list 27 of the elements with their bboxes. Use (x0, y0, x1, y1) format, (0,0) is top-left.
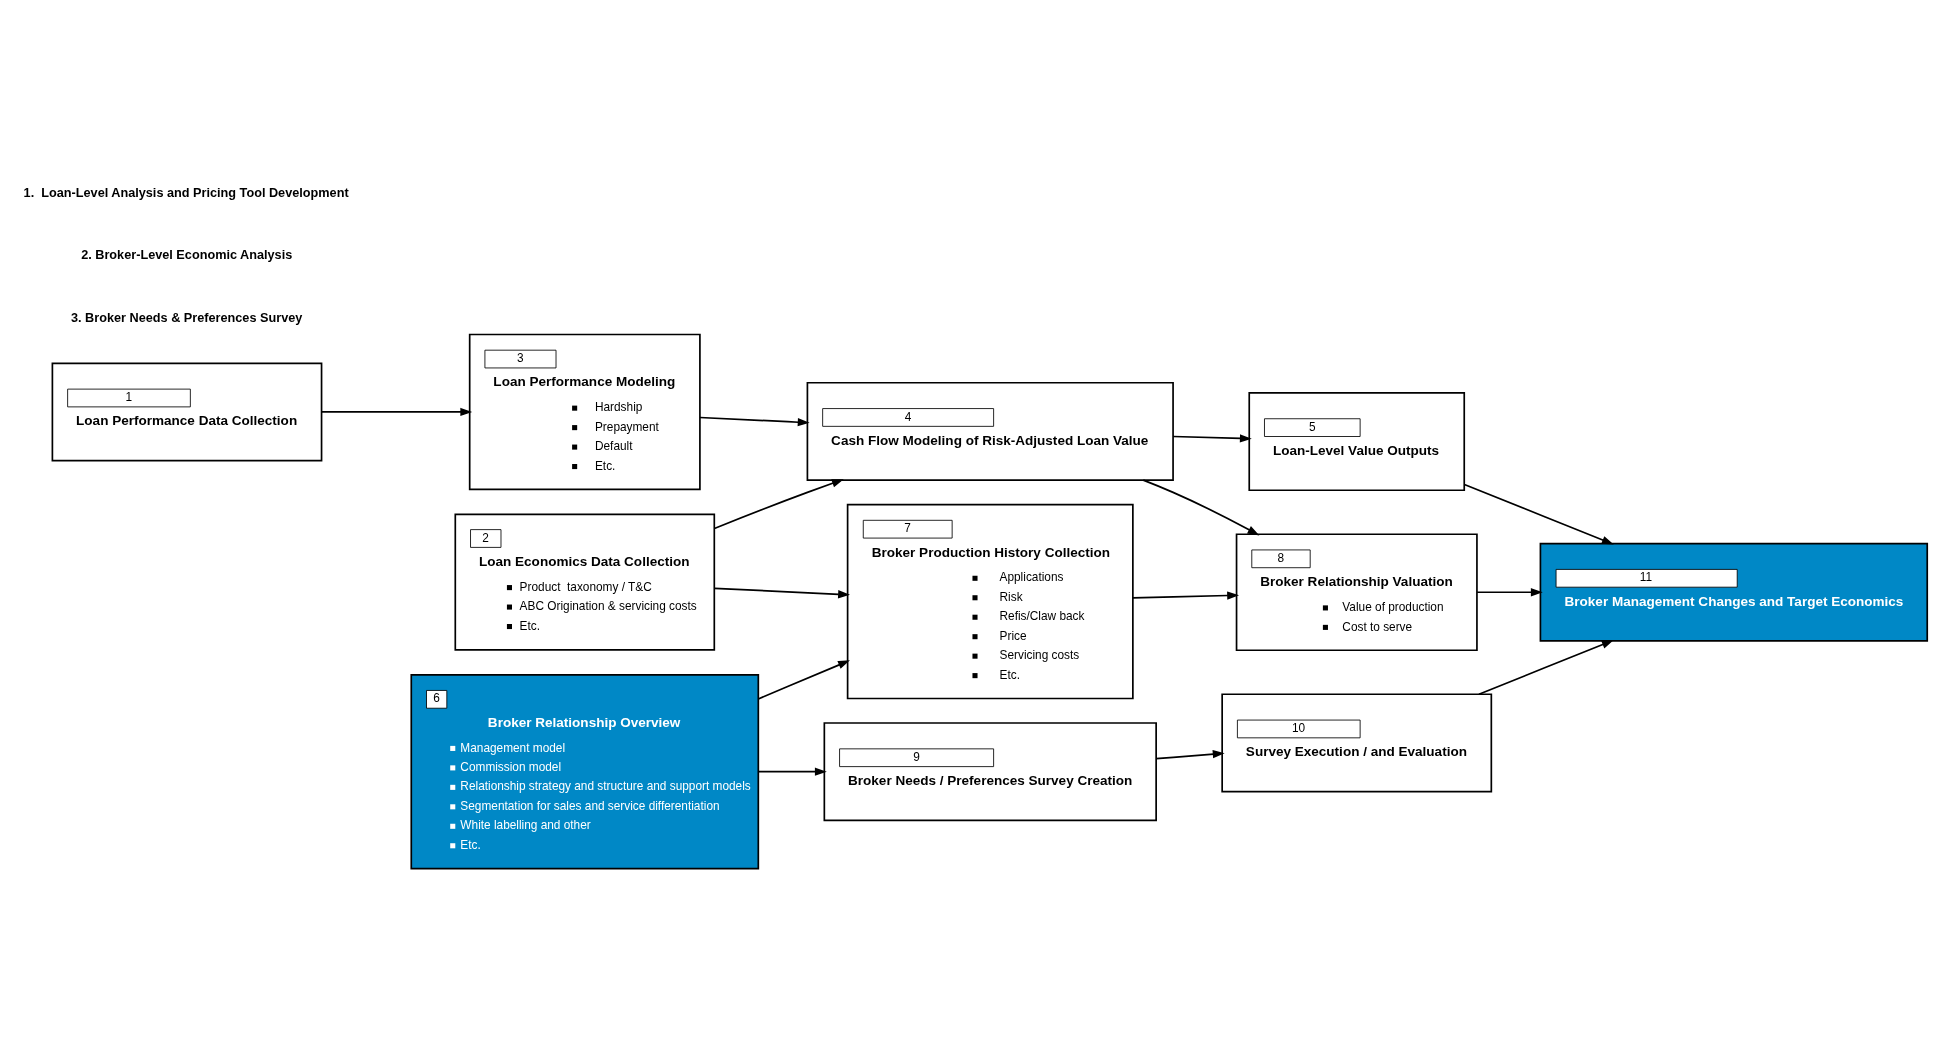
node-box: 7 Broker Production History Collection Applications Risk Refis/Claw back Price Servicing costs Etc. (846, 503, 1134, 700)
arrow (713, 479, 844, 530)
node-box: 9 Broker Needs / Preferences Survey Creation (823, 722, 1157, 822)
arrow (757, 767, 827, 776)
node-box: 2 Loan Economics Data Collection Product taxonomy / T&C ABC Origination & servicing costs Etc. (454, 513, 716, 651)
node-box: 1 Loan Performance Data Collection (51, 362, 323, 462)
node-box: 4 Cash Flow Modeling of Risk-Adjusted Loan Value (806, 381, 1174, 481)
arrow (757, 660, 850, 700)
node-box: 3 Loan Performance Modeling Hardship Prepayment Default Etc. (468, 333, 701, 491)
arrow (699, 416, 810, 427)
arrow (1142, 479, 1260, 536)
arrow (1478, 640, 1614, 696)
node-box: 11 Broker Management Changes and Target Economics (1539, 542, 1929, 642)
arrow (320, 407, 473, 417)
arrow (1132, 591, 1239, 600)
arrow (713, 587, 850, 599)
arrow (1172, 434, 1252, 443)
label: 2. Broker-Level Economic Analysis (81, 248, 293, 263)
node-box: 5 Loan-Level Value Outputs (1248, 392, 1466, 492)
arrow (1476, 588, 1543, 597)
label: 3. Broker Needs & Preferences Survey (71, 310, 303, 325)
label: 1. Loan-Level Analysis and Pricing Tool Development (23, 185, 349, 200)
arrow (1155, 750, 1225, 760)
arrow (1463, 483, 1614, 545)
node-box: 10 Survey Execution / and Evaluation (1221, 693, 1493, 793)
node-box: 6 Broker Relationship Overview Management model Commission model Relationship strategy and structure and support models Segmentation for sales and service differentiation White labelling and other Etc. (410, 673, 760, 870)
node-box: 8 Broker Relationship Valuation Value of production Cost to serve (1235, 533, 1478, 652)
